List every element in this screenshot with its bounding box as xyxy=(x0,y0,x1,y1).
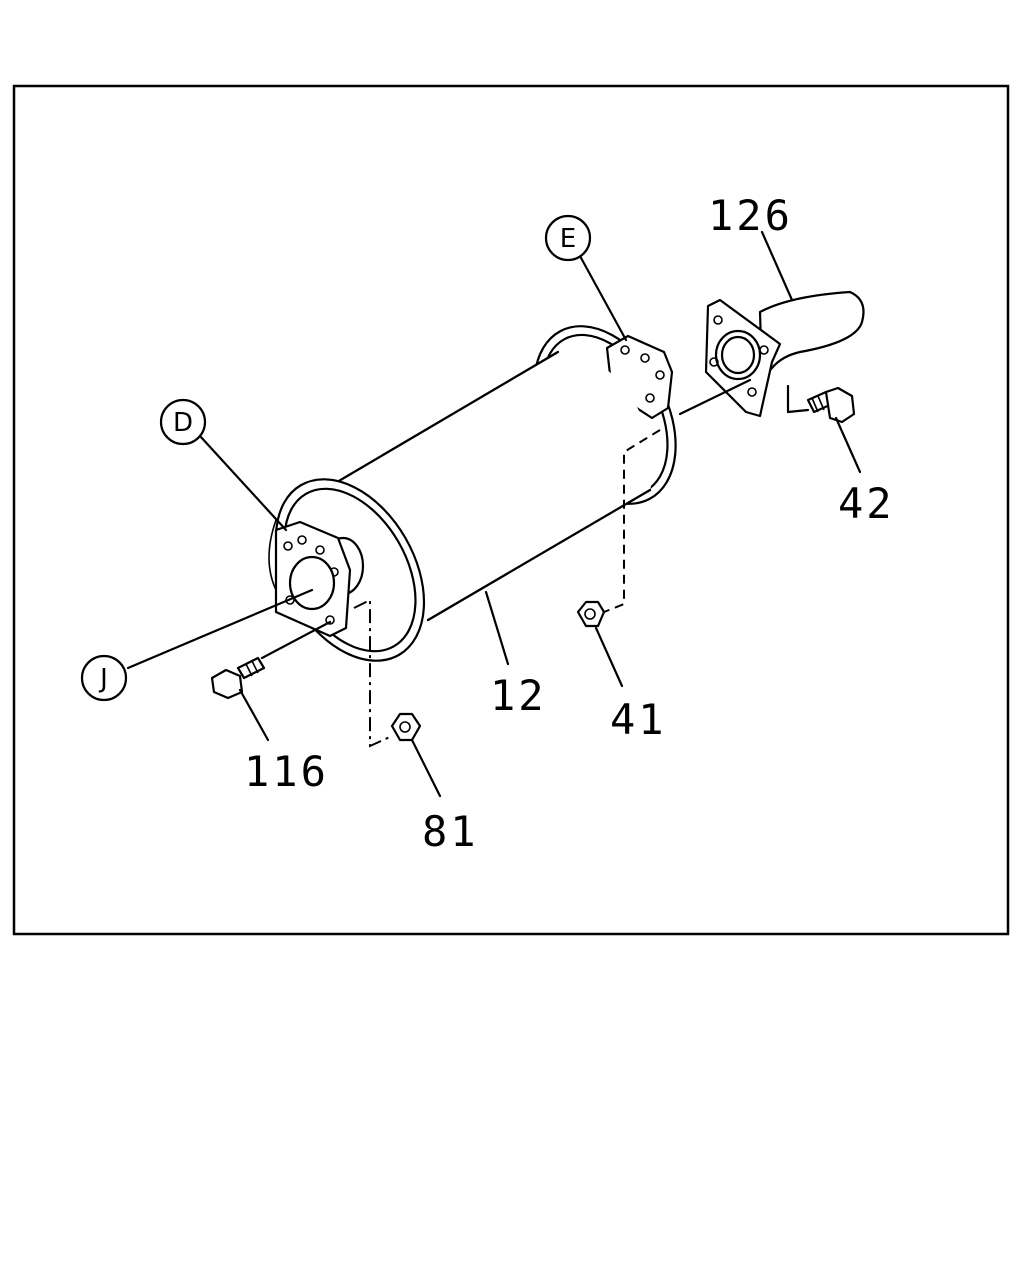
nut-41 xyxy=(576,600,606,628)
leader-116 xyxy=(238,688,270,742)
ref-label-e: E xyxy=(560,224,576,254)
leader-126 xyxy=(760,230,794,302)
bolt-116 xyxy=(210,656,266,700)
nut-81 xyxy=(390,712,422,742)
ref-circle-d: D xyxy=(159,398,207,446)
ref-circle-j: J xyxy=(80,654,128,702)
part-number-126: 126 xyxy=(708,191,793,240)
ref-label-d: D xyxy=(173,408,193,438)
tail-pipe xyxy=(678,290,865,418)
leader-d xyxy=(198,434,288,532)
muffler xyxy=(268,325,677,662)
ref-label-j: J xyxy=(98,664,108,694)
leader-81 xyxy=(410,738,442,798)
part-number-41: 41 xyxy=(610,695,667,744)
leader-41 xyxy=(594,626,624,688)
leader-12 xyxy=(484,590,510,666)
part-number-81: 81 xyxy=(422,807,479,856)
bolt-42 xyxy=(806,386,856,424)
ref-circle-e: E xyxy=(544,214,592,262)
part-number-12: 12 xyxy=(490,671,547,720)
part-number-116: 116 xyxy=(244,747,329,796)
part-number-42: 42 xyxy=(838,479,895,528)
leader-42 xyxy=(834,416,862,474)
diagram-frame xyxy=(12,84,1010,936)
leader-e xyxy=(578,254,628,342)
